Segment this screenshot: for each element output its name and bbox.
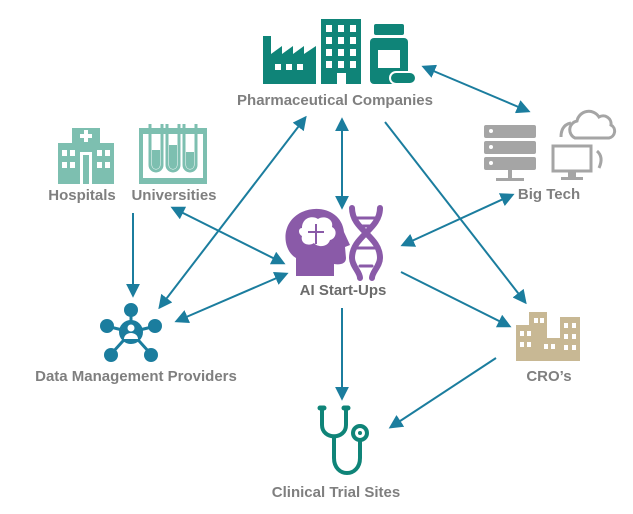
- label-data-management-providers: Data Management Providers: [35, 368, 237, 385]
- network-hub-icon: [100, 303, 162, 362]
- label-clinical-trial-sites: Clinical Trial Sites: [272, 484, 400, 501]
- label-pharmaceutical-companies: Pharmaceutical Companies: [237, 92, 433, 109]
- label-cros: CRO’s: [526, 368, 571, 385]
- ai-brain-head-icon: [285, 208, 350, 276]
- factory-icon: [263, 36, 316, 84]
- test-tubes-icon: [139, 124, 207, 184]
- arrow-ai-bigtech: [400, 193, 515, 247]
- arrow-pharma-bigtech: [421, 64, 531, 114]
- arrow-ai-datamgmt: [174, 272, 289, 323]
- hospital-icon: [58, 128, 114, 184]
- city-buildings-icon: [516, 312, 580, 361]
- arrow-universities-ai: [170, 206, 286, 265]
- arrow-ai-cros: [400, 271, 512, 328]
- label-hospitals: Hospitals: [48, 187, 116, 204]
- dna-helix-icon: [348, 205, 384, 281]
- label-ai-start-ups: AI Start-Ups: [300, 282, 387, 299]
- arrow-cros-clinical: [388, 357, 497, 429]
- label-big-tech: Big Tech: [518, 186, 580, 203]
- label-universities: Universities: [131, 187, 216, 204]
- connector-arrows: [126, 64, 531, 429]
- office-building-icon: [321, 19, 361, 84]
- cloud-computer-icon: [551, 109, 617, 180]
- pill-bottle-icon: [370, 24, 417, 85]
- stethoscope-icon: [317, 405, 369, 475]
- server-rack-icon: [484, 125, 536, 181]
